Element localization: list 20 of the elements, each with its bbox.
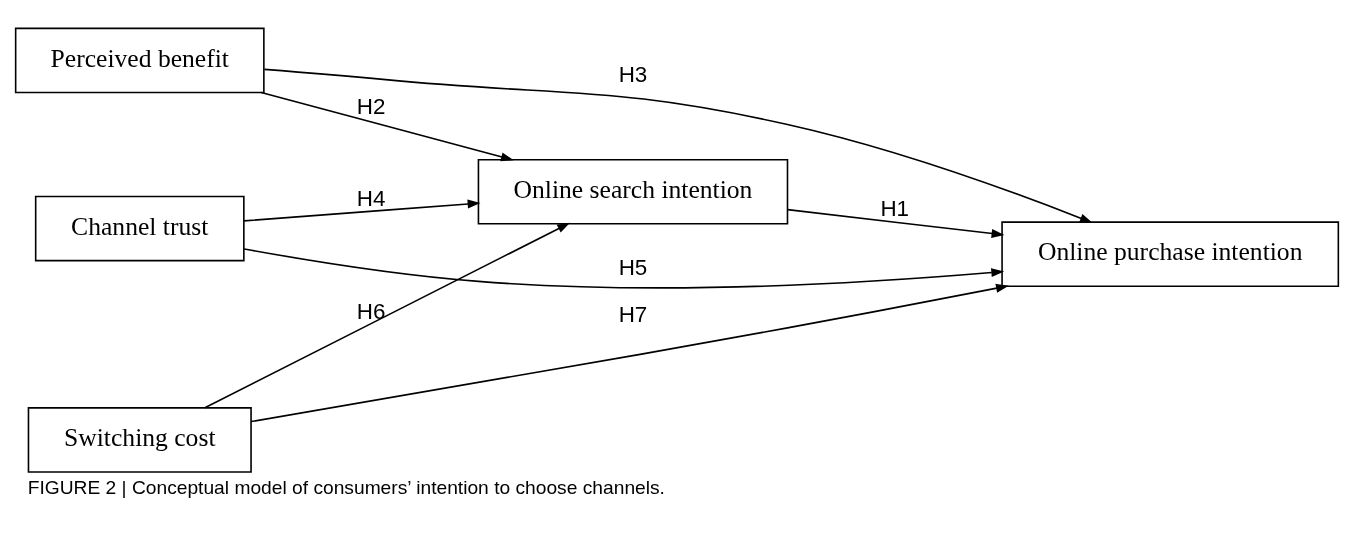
edge-label: H6 <box>356 298 386 324</box>
edge-label: H4 <box>356 185 386 211</box>
caption: FIGURE 2 | Conceptual model of consumers’ intention to choose channels. <box>27 476 665 498</box>
node-box: Online purchase intention <box>1001 220 1340 287</box>
arrow <box>250 283 1009 422</box>
arrow <box>263 68 1093 223</box>
arrow <box>260 91 514 161</box>
node-box: Switching cost <box>27 406 252 473</box>
node-box: Perceived benefit <box>14 27 265 93</box>
arrow <box>786 208 1005 238</box>
node-box: Online search intention <box>477 158 789 225</box>
edge-label: H7 <box>618 301 648 327</box>
edge-label: H2 <box>356 93 386 119</box>
arrow <box>243 247 1005 289</box>
arrow <box>204 222 571 409</box>
arrow <box>243 199 481 222</box>
node-box: Channel trust <box>34 195 245 261</box>
edge-label: H3 <box>618 61 648 87</box>
edge-label: H1 <box>880 195 910 221</box>
edge-label: H5 <box>618 254 648 280</box>
